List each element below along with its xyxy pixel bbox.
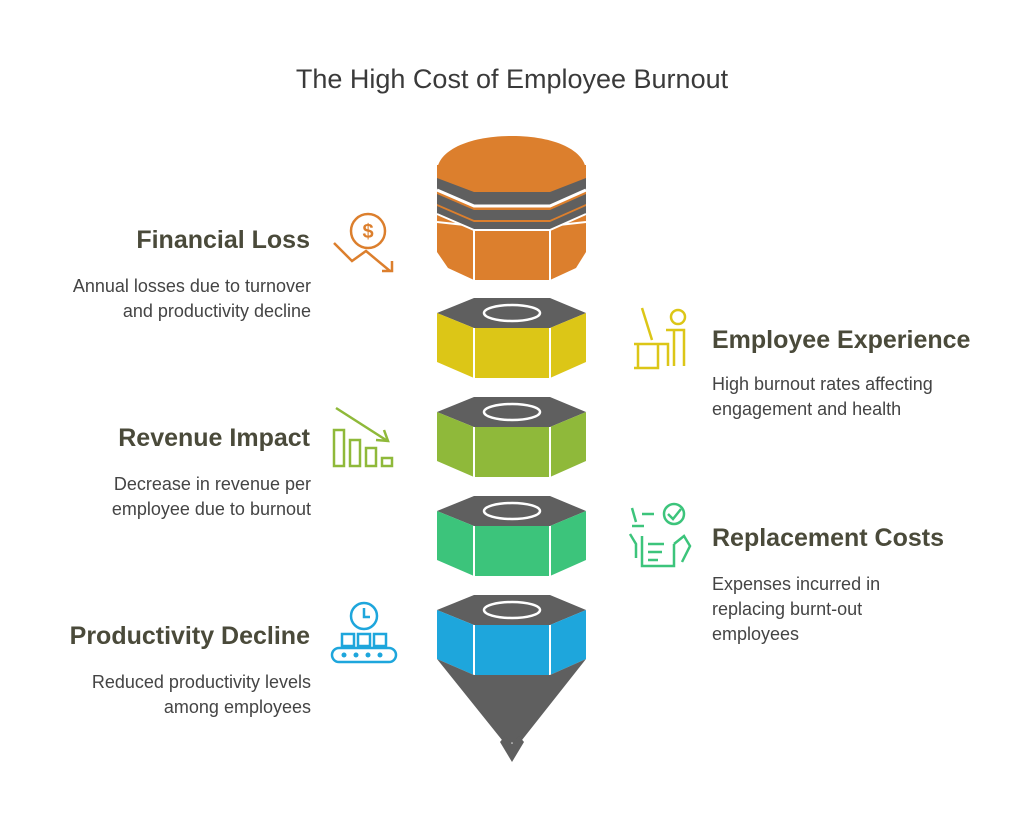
productivity-decline-segment: [437, 595, 586, 675]
description-line: High burnout rates affecting: [712, 374, 933, 394]
drill-tip-cone: [437, 659, 586, 762]
description-line: Expenses incurred in: [712, 574, 881, 594]
description-line: Decrease in revenue per: [113, 474, 311, 494]
svg-text:$: $: [362, 221, 373, 243]
description-line: employees: [712, 624, 800, 644]
description-line: replacing burnt-out: [712, 599, 863, 619]
page-title: The High Cost of Employee Burnout: [295, 64, 729, 94]
productivity-decline-heading: Productivity Decline: [69, 622, 310, 650]
replacement-costs-description: Expenses incurred in replacing burnt-out…: [712, 572, 1012, 647]
employee-experience-description: High burnout rates affecting engagement …: [712, 372, 1012, 422]
employee-experience-heading: Employee Experience: [712, 326, 971, 354]
checklist-hand-icon: [628, 502, 692, 568]
clock-conveyor-icon: [330, 601, 398, 664]
description-line: engagement and health: [712, 399, 902, 419]
description-line: and productivity decline: [122, 301, 311, 321]
description-line: employee due to burnout: [111, 499, 311, 519]
description-line: Reduced productivity levels: [91, 672, 311, 692]
description-line: Annual losses due to turnover: [72, 276, 311, 296]
financial-loss-segment: [436, 136, 587, 280]
replacement-costs-segment: [437, 496, 586, 576]
financial-loss-heading: Financial Loss: [136, 226, 310, 254]
declining-bar-chart-icon: [332, 406, 394, 468]
productivity-decline-description: Reduced productivity levels among employ…: [20, 670, 311, 720]
financial-loss-description: Annual losses due to turnover and produc…: [20, 274, 311, 324]
dollar-decline-icon: $: [333, 212, 394, 273]
revenue-impact-description: Decrease in revenue per employee due to …: [20, 472, 311, 522]
person-at-desk-icon: [634, 307, 687, 370]
description-line: among employees: [163, 697, 311, 717]
revenue-impact-segment: [437, 397, 586, 477]
replacement-costs-heading: Replacement Costs: [712, 524, 945, 552]
employee-experience-segment: [437, 298, 586, 378]
revenue-impact-heading: Revenue Impact: [118, 424, 310, 452]
